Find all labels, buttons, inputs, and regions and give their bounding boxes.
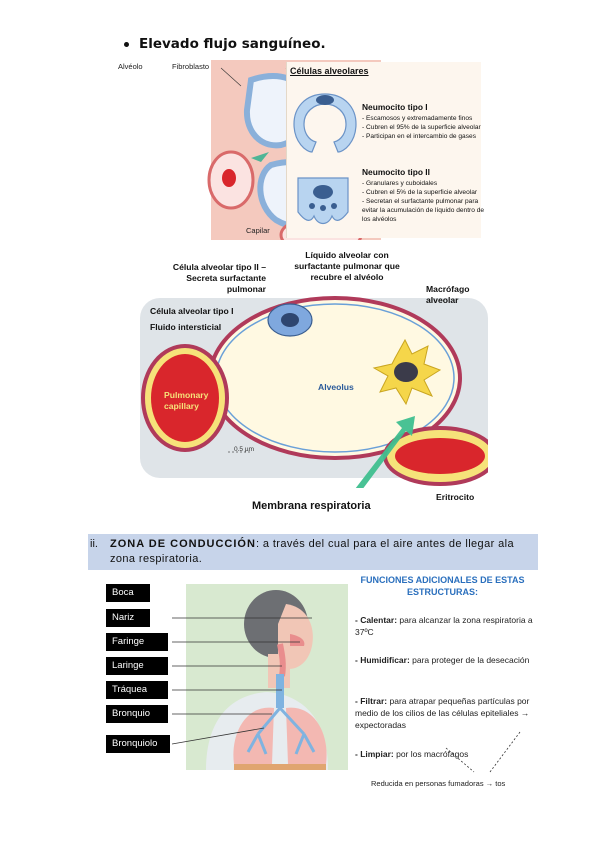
type2-title: Neumocito tipo II bbox=[362, 167, 430, 177]
funcion-text: para alcanzar la zona respiratoria a 37º… bbox=[355, 615, 533, 637]
bullet-heading: Elevado flujo sanguíneo. bbox=[124, 36, 326, 52]
label-eritrocito: Eritrocito bbox=[436, 492, 475, 502]
type2-item: los alvéolos bbox=[362, 216, 397, 223]
label-bronquiolo: Bronquiolo bbox=[106, 735, 170, 753]
label-cel1: Célula alveolar tipo I bbox=[150, 306, 234, 316]
label-boca: Boca bbox=[106, 584, 150, 602]
funcion-calentar: - Calentar: para alcanzar la zona respir… bbox=[355, 614, 540, 638]
funcion-label: - Humidificar: bbox=[355, 655, 410, 665]
label-cel2: Célula alveolar tipo II – Secreta surfac… bbox=[162, 262, 266, 295]
funcion-label: - Filtrar: bbox=[355, 696, 388, 706]
label-liquido-line: recubre el alvéolo bbox=[310, 272, 384, 282]
funcion-label: - Limpiar: bbox=[355, 749, 394, 759]
bullet-dot bbox=[124, 41, 129, 47]
section-number: ii. bbox=[90, 538, 98, 550]
funcion-label: - Calentar: bbox=[355, 615, 398, 625]
label-fibroblasto: Fibroblasto bbox=[172, 62, 210, 71]
funcion-limpiar: - Limpiar: por los macrófagos bbox=[355, 748, 540, 760]
label-bronquio: Bronquio bbox=[106, 705, 168, 723]
type1-item: - Escamosos y extremadamente finos bbox=[362, 115, 473, 122]
label-laringe: Laringe bbox=[106, 657, 168, 675]
label-capilar: Capilar bbox=[246, 226, 270, 235]
type2-item: - Granulares y cuboidales bbox=[362, 180, 438, 187]
bullet-text: Elevado flujo sanguíneo. bbox=[139, 36, 326, 52]
section-title: ZONA DE CONDUCCIÓN bbox=[110, 538, 256, 550]
conduction-zone-illustration bbox=[186, 584, 348, 770]
label-nariz: Nariz bbox=[106, 609, 150, 627]
label-cel2-line: Secreta surfactante bbox=[186, 273, 266, 283]
type1-cell-icon bbox=[293, 93, 357, 153]
section-text: ZONA DE CONDUCCIÓN: a través del cual pa… bbox=[110, 537, 535, 567]
section-description: : a través del cual para el aire antes d… bbox=[110, 538, 514, 565]
label-cel2-line: Célula alveolar tipo II – bbox=[172, 262, 266, 272]
label-membrana: Membrana respiratoria bbox=[252, 500, 371, 512]
funcion-text: para atrapar pequeñas partículas por med… bbox=[355, 696, 530, 730]
respiratory-membrane-illustration bbox=[140, 296, 488, 488]
label-alveolo: Alvéolo bbox=[118, 62, 143, 71]
type2-list: - Granulares y cuboidales - Cubren el 5%… bbox=[362, 179, 522, 224]
type1-list: - Escamosos y extremadamente finos - Cub… bbox=[362, 114, 522, 141]
label-scale: 0.5 µm bbox=[234, 446, 255, 453]
label-fluido: Fluido intersticial bbox=[150, 322, 222, 332]
type1-title: Neumocito tipo I bbox=[362, 102, 428, 112]
label-cel2-line: pulmonar bbox=[226, 284, 266, 294]
label-pulmonary-capillary: Pulmonary capillary bbox=[164, 390, 208, 412]
dashed-arrows bbox=[445, 731, 521, 773]
type2-item: - Cubren el 5% de la superficie alveolar bbox=[362, 189, 478, 196]
label-liquido: Líquido alveolar con surfactante pulmona… bbox=[287, 250, 407, 283]
label-traquea: Tráquea bbox=[106, 681, 168, 699]
type1-item: - Participan en el intercambio de gases bbox=[362, 133, 476, 140]
label-pulmonary-line: capillary bbox=[164, 401, 199, 411]
funcion-filtrar: - Filtrar: para atrapar pequeñas partícu… bbox=[355, 695, 540, 731]
type2-item: evitar la acumulación de líquido dentro … bbox=[362, 207, 485, 214]
alveolar-cells-title: Células alveolares bbox=[290, 66, 369, 76]
section-header: ii. ZONA DE CONDUCCIÓN: a través del cua… bbox=[88, 534, 538, 570]
type2-item: - Secretan el surfactante pulmonar para bbox=[362, 198, 479, 205]
label-liquido-line: Líquido alveolar con bbox=[305, 250, 389, 260]
label-alveolus: Alveolus bbox=[318, 382, 354, 392]
label-macrofago-line: alveolar bbox=[426, 295, 459, 305]
label-macrofago-line: Macrófago bbox=[426, 284, 470, 294]
type1-item: - Cubren el 95% de la superficie alveola… bbox=[362, 124, 481, 131]
funcion-text: para proteger de la desecación bbox=[409, 655, 530, 665]
funciones-note: Reducida en personas fumadoras → tos bbox=[371, 779, 506, 788]
label-macrofago: Macrófago alveolar bbox=[426, 284, 469, 306]
type2-cell-icon bbox=[297, 177, 349, 225]
label-pulmonary-line: Pulmonary bbox=[164, 390, 209, 400]
funcion-text: por los macrófagos bbox=[393, 749, 469, 759]
funciones-title: FUNCIONES ADICIONALES DE ESTAS ESTRUCTUR… bbox=[360, 575, 525, 597]
funcion-humidificar: - Humidificar: para proteger de la desec… bbox=[355, 654, 540, 666]
label-leader-lines bbox=[172, 617, 312, 745]
label-faringe: Faringe bbox=[106, 633, 168, 651]
label-liquido-line: surfactante pulmonar que bbox=[294, 261, 400, 271]
